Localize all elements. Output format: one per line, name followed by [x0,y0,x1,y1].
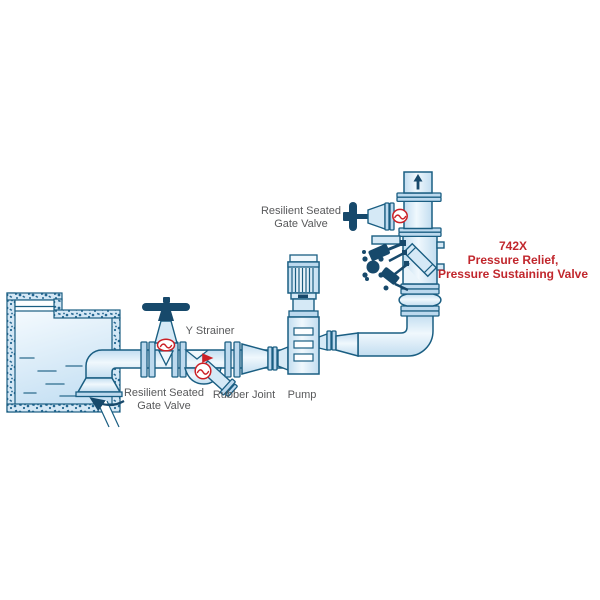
y-strainer [184,349,238,397]
pump [287,254,337,375]
label-pressure-relief: Pressure Relief, [468,253,559,267]
motor-ribs [291,268,314,292]
label-lower-gate-valve-line2: Gate Valve [137,400,191,412]
motor-cap [289,254,318,263]
label-lower-gate-valve-line1: Resilient Seated [124,387,204,399]
flow-arrow-up-icon [413,174,423,190]
valve-seat-diagonal [402,242,438,278]
brand-logo-lower-gate [156,338,176,352]
bell-mouth [76,377,122,393]
label-upper-gate-valve-line2: Gate Valve [274,218,328,230]
discharge-expander [335,332,359,357]
pilot-bracket [371,235,401,245]
valve-bonnet [367,203,386,230]
gate-valve-upper [343,202,408,231]
label-y-strainer: Y Strainer [186,325,235,337]
handwheel [349,202,357,231]
expansion-joint [398,283,442,317]
intake-flow-arrow-icon [89,397,125,412]
label-742x: 742X [499,239,527,253]
water-tank [6,292,121,428]
bellows [398,293,442,307]
labels: Resilient Seated Gate Valve 742X Pressur… [124,205,588,412]
water-ripples [19,357,83,397]
label-pump: Pump [288,389,317,401]
outlet-pipe [396,171,442,230]
gate-valve-lower [140,297,190,378]
relief-valve-742x [362,227,445,292]
label-upper-gate-valve-line1: Resilient Seated [261,205,341,217]
discharge-pipe [335,314,434,357]
suction-reducer [241,343,289,375]
label-pressure-sustaining-valve: Pressure Sustaining Valve [438,267,588,281]
label-rubber-joint: Rubber Joint [213,389,275,401]
tank-hatch [14,299,55,312]
brand-logo-strainer [194,362,212,380]
rubber-joint [224,341,241,378]
handwheel [142,303,190,311]
pilot-assembly [362,240,410,292]
brand-logo-upper-gate [392,208,408,224]
